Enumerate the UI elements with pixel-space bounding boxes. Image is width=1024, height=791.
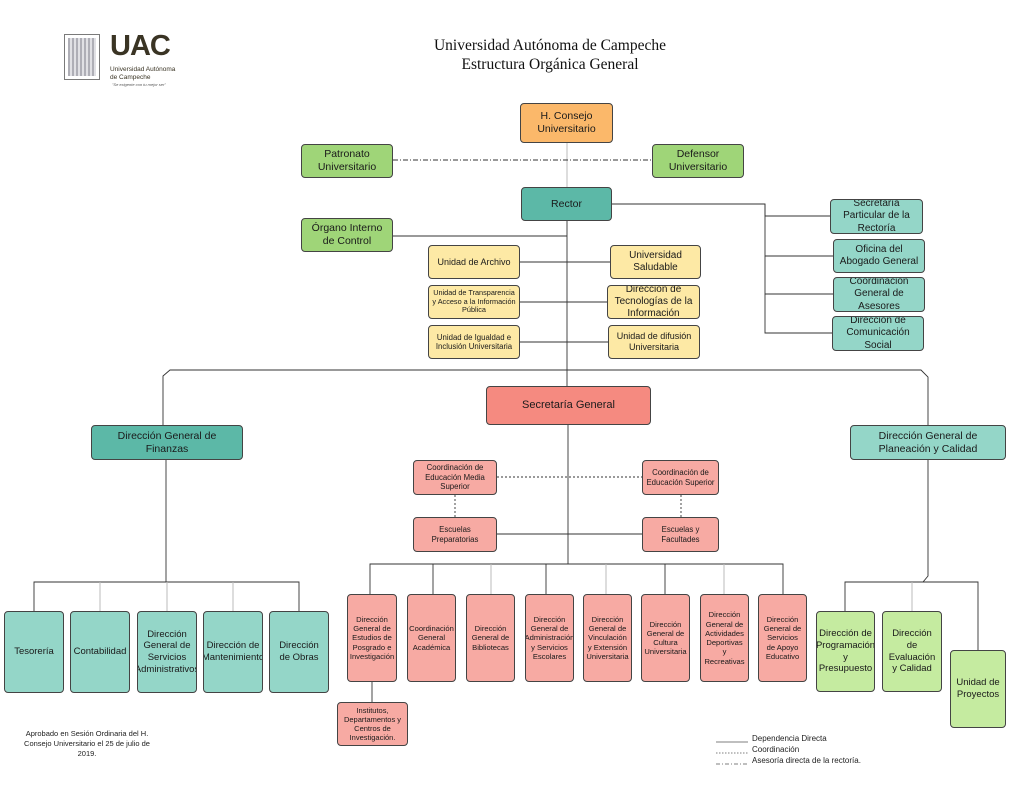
- org-unit-posgrado: Dirección General de Estudios de Posgrad…: [347, 594, 397, 682]
- approval-note: Aprobado en Sesión Ordinaria del H. Cons…: [24, 729, 150, 758]
- org-unit-transparencia: Unidad de Transparencia y Acceso a la In…: [428, 285, 520, 319]
- connector-branch-bar: [162, 369, 929, 425]
- org-unit-consejo: H. Consejo Universitario: [520, 103, 613, 143]
- org-unit-defensor: Defensor Universitario: [652, 144, 744, 178]
- org-unit-evaluacion: Dirección de Evaluación y Calidad: [882, 611, 942, 692]
- connector-sec-part: [612, 203, 830, 217]
- org-unit-coord-superior: Coordinación de Educación Superior: [642, 460, 719, 495]
- title-structure: Estructura Orgánica General: [461, 56, 639, 74]
- org-unit-programacion: Dirección de Programación y Presupuesto: [816, 611, 875, 692]
- org-unit-comunicacion: Dirección de Comunicación Social: [832, 316, 924, 351]
- org-unit-saludable: Universidad Saludable: [610, 245, 701, 279]
- org-unit-organo: Órgano Interno de Control: [301, 218, 393, 252]
- connector-secgen-bar: [369, 563, 784, 594]
- logo-university-name: Universidad Autónoma de Campeche: [110, 66, 176, 81]
- connector-proyectos: [923, 581, 979, 650]
- org-unit-asesores: Coordinación General de Asesores: [833, 277, 925, 312]
- logo-motto: "Se exigente con tu mejor ser": [112, 82, 166, 87]
- title-university: Universidad Autónoma de Campeche: [433, 37, 666, 54]
- chart-title: Universidad Autónoma de Campeche Estruct…: [380, 36, 720, 75]
- org-unit-escolares: Dirección General de Administración y Se…: [525, 594, 574, 682]
- connector-comunicacion: [764, 294, 832, 334]
- org-unit-finanzas: Dirección General de Finanzas: [91, 425, 243, 460]
- org-unit-tesoreria: Tesorería: [4, 611, 64, 693]
- org-unit-servicios-adm: Dirección General de Servicios Administr…: [137, 611, 197, 693]
- org-unit-preparatorias: Escuelas Preparatorias: [413, 517, 497, 552]
- uac-logo: UAC Universidad Autónoma de Campeche "Se…: [64, 30, 194, 92]
- org-unit-sec-general: Secretaría General: [486, 386, 651, 425]
- org-unit-planeacion: Dirección General de Planeación y Calida…: [850, 425, 1006, 460]
- org-unit-cultura: Dirección General de Cultura Universitar…: [641, 594, 690, 682]
- org-unit-facultades: Escuelas y Facultades: [642, 517, 719, 552]
- org-unit-rector: Rector: [521, 187, 612, 221]
- org-unit-apoyo: Dirección General de Servicios de Apoyo …: [758, 594, 807, 682]
- connector-planeacion-bar: [844, 460, 929, 611]
- org-unit-vinculacion: Dirección General de Vinculación y Exten…: [583, 594, 632, 682]
- university-seal-icon: [64, 34, 100, 80]
- org-unit-contabilidad: Contabilidad: [70, 611, 130, 693]
- legend-label: Dependencia Directa: [752, 734, 827, 743]
- org-unit-academica: Coordinación General Académica: [407, 594, 456, 682]
- org-unit-archivo: Unidad de Archivo: [428, 245, 520, 279]
- logo-acronym: UAC: [110, 30, 171, 62]
- org-unit-bibliotecas: Dirección General de Bibliotecas: [466, 594, 515, 682]
- connector-asesores: [764, 256, 833, 295]
- connector-abogado: [764, 204, 833, 257]
- org-unit-deportivas: Dirección General de Actividades Deporti…: [700, 594, 749, 682]
- org-unit-sec-part: Secretaría Particular de la Rectoría: [830, 199, 923, 234]
- org-unit-tecnologias: Dirección de Tecnologías de la Informaci…: [607, 285, 700, 319]
- org-unit-institutos: Institutos, Departamentos y Centros de I…: [337, 702, 408, 746]
- org-unit-abogado: Oficina del Abogado General: [833, 239, 925, 273]
- org-unit-proyectos: Unidad de Proyectos: [950, 650, 1006, 728]
- legend-label: Asesoría directa de la rectoría.: [752, 756, 861, 765]
- org-unit-obras: Dirección de Obras: [269, 611, 329, 693]
- org-unit-coord-media: Coordinación de Educación Media Superior: [413, 460, 497, 495]
- org-unit-patronato: Patronato Universitario: [301, 144, 393, 178]
- org-unit-mantenimiento: Dirección de Mantenimiento: [203, 611, 263, 693]
- org-unit-difusion: Unidad de difusión Universitaria: [608, 325, 700, 359]
- org-unit-igualdad: Unidad de Igualdad e Inclusión Universit…: [428, 325, 520, 359]
- legend-label: Coordinación: [752, 745, 800, 754]
